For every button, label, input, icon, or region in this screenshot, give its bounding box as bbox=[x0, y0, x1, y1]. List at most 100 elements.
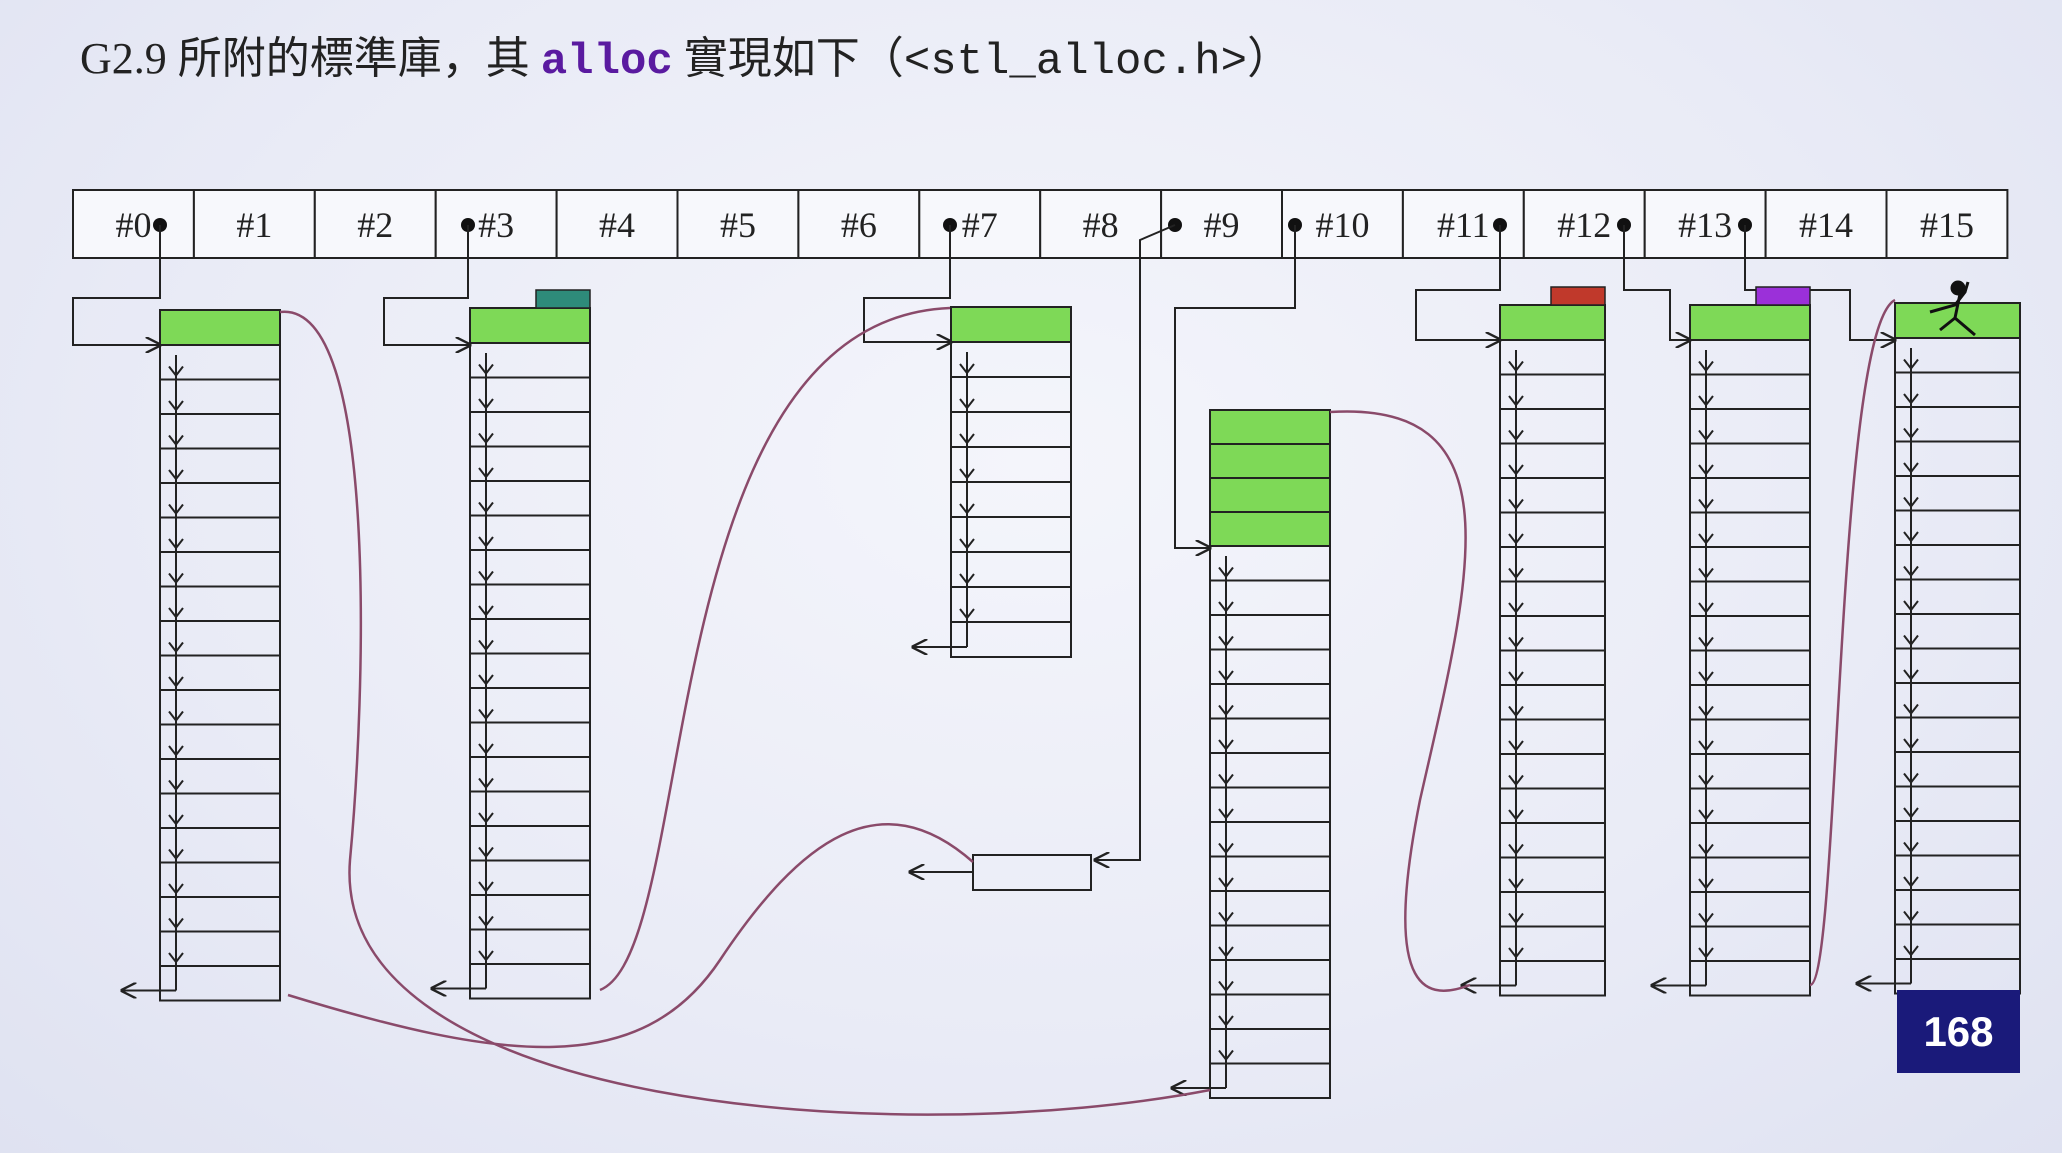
link-arrow bbox=[168, 779, 184, 792]
link-arrow bbox=[1508, 740, 1524, 752]
chunk-link-curve-1 bbox=[599, 306, 951, 992]
slot-cell-2 bbox=[313, 189, 437, 259]
link-arrow bbox=[1903, 841, 1919, 854]
link-arrow bbox=[1218, 911, 1234, 924]
link-arrow bbox=[168, 400, 184, 412]
allocated-block bbox=[469, 307, 591, 344]
link-arrow bbox=[1698, 498, 1714, 511]
link-arrow bbox=[168, 848, 184, 861]
allocated-block bbox=[159, 309, 281, 346]
pointer-line-3 bbox=[1095, 224, 1176, 860]
link-arrow bbox=[1508, 498, 1524, 511]
link-arrow bbox=[1903, 565, 1919, 578]
link-arrow bbox=[1698, 636, 1714, 649]
link-arrow bbox=[1508, 878, 1524, 890]
link-arrow bbox=[1218, 877, 1234, 889]
free-block bbox=[1894, 440, 2021, 477]
page-number-badge: 168 bbox=[1897, 990, 2020, 1073]
link-arrow bbox=[1903, 910, 1919, 923]
pointer-line-6 bbox=[1623, 225, 1690, 340]
title-keyword: alloc bbox=[540, 37, 673, 87]
pointer-line-4 bbox=[1174, 225, 1296, 548]
allocated-block bbox=[1209, 511, 1331, 547]
link-arrow bbox=[478, 605, 494, 617]
link-arrow bbox=[1903, 634, 1919, 647]
chunk-column-0 bbox=[122, 309, 281, 1002]
link-arrow bbox=[1903, 496, 1919, 509]
slot-cell-15 bbox=[1885, 189, 2009, 259]
link-arrow bbox=[1903, 703, 1919, 716]
link-arrow bbox=[478, 743, 494, 755]
link-arrow bbox=[959, 433, 975, 445]
slot-cell-4 bbox=[555, 189, 679, 259]
title-suffix: ） bbox=[1247, 34, 1292, 83]
page-title: G2.9 所附的標準庫，其 alloc 實現如下（<stl_alloc.h>） bbox=[80, 22, 1291, 92]
link-arrow bbox=[478, 674, 494, 686]
free-list-pointers bbox=[72, 218, 1895, 860]
link-arrow bbox=[1508, 360, 1524, 373]
link-arrow bbox=[1508, 464, 1524, 476]
link-arrow bbox=[1698, 774, 1714, 787]
chunk-column-15 bbox=[1857, 302, 2021, 995]
chunk-column-11 bbox=[1462, 286, 1606, 997]
link-arrow bbox=[1218, 1015, 1234, 1027]
chunk-link-curve-4 bbox=[1808, 298, 1896, 987]
allocated-block bbox=[1499, 304, 1606, 341]
title-header-file: <stl_alloc.h> bbox=[903, 37, 1248, 87]
link-arrow bbox=[959, 503, 975, 515]
link-arrow bbox=[168, 538, 184, 550]
link-arrow bbox=[1698, 809, 1714, 821]
allocated-block bbox=[1209, 477, 1331, 513]
chunk-link-curve-2 bbox=[287, 823, 974, 1049]
link-arrow bbox=[168, 814, 184, 826]
link-arrow bbox=[168, 469, 184, 481]
slot-label-13: #13 bbox=[1678, 205, 1732, 245]
slot-label-10: #10 bbox=[1315, 205, 1369, 245]
slot-label-0: #0 bbox=[115, 205, 151, 245]
link-arrow bbox=[959, 468, 975, 480]
link-arrow bbox=[1698, 740, 1714, 752]
link-arrow bbox=[1508, 395, 1524, 407]
link-arrow bbox=[478, 398, 494, 410]
link-arrow bbox=[168, 434, 184, 447]
link-arrow bbox=[168, 883, 184, 895]
link-arrow bbox=[1903, 427, 1919, 440]
title-prefix: G2.9 所附的標準庫，其 bbox=[80, 34, 541, 83]
link-arrow bbox=[478, 708, 494, 721]
slot-label-8: #8 bbox=[1083, 205, 1119, 245]
link-arrow bbox=[1218, 739, 1234, 751]
slot-cell-0 bbox=[72, 189, 195, 259]
link-arrow bbox=[1698, 360, 1714, 373]
free-block-small bbox=[972, 854, 1092, 891]
link-arrow bbox=[1698, 602, 1714, 614]
chunk-link-curve-0 bbox=[279, 310, 1211, 1116]
link-arrow bbox=[1698, 705, 1714, 718]
free-block bbox=[1894, 889, 2021, 926]
slot-label-4: #4 bbox=[599, 205, 635, 245]
link-arrow bbox=[1698, 567, 1714, 580]
free-block bbox=[1894, 716, 2021, 753]
link-arrow bbox=[1508, 429, 1524, 442]
free-block bbox=[1689, 960, 1811, 997]
stick-leg bbox=[1939, 316, 1956, 332]
link-arrow bbox=[1698, 429, 1714, 442]
free-block bbox=[1894, 958, 2021, 995]
free-block bbox=[1894, 647, 2021, 684]
link-arrow bbox=[1218, 980, 1234, 993]
chunk-column-7 bbox=[913, 306, 1072, 658]
link-arrow bbox=[168, 641, 184, 654]
link-arrow bbox=[1218, 670, 1234, 682]
link-arrow bbox=[1218, 808, 1234, 820]
free-block bbox=[1894, 509, 2021, 546]
slot-label-1: #1 bbox=[236, 205, 272, 245]
free-block bbox=[1894, 751, 2021, 788]
link-arrow bbox=[959, 573, 975, 585]
link-arrow bbox=[478, 639, 494, 652]
slot-label-7: #7 bbox=[962, 205, 998, 245]
chunk-marker bbox=[535, 289, 591, 309]
link-arrow bbox=[1698, 912, 1714, 925]
link-arrow bbox=[1903, 462, 1919, 474]
slot-cell-5 bbox=[676, 189, 800, 259]
link-arrow bbox=[1903, 393, 1919, 405]
